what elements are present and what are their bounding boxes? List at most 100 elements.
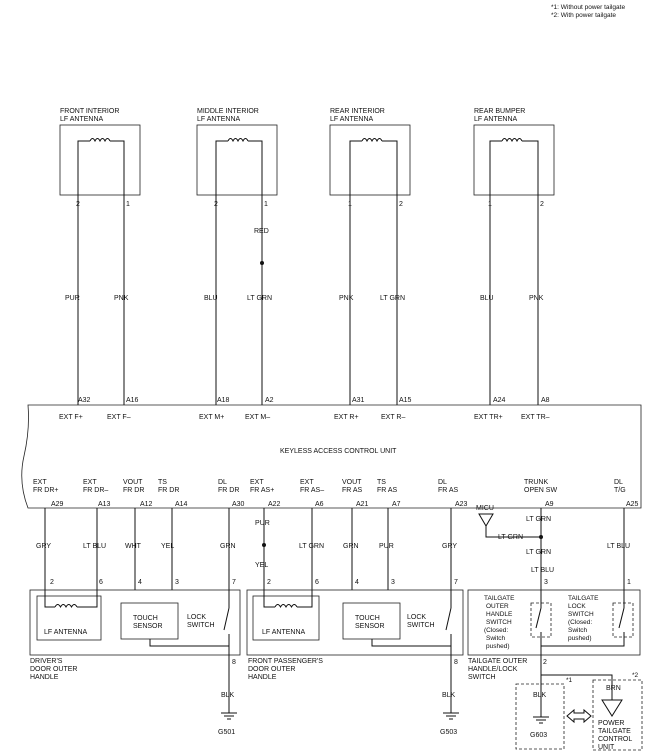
connector-label: A21 — [356, 501, 369, 508]
signal-label: EXT — [300, 479, 314, 486]
coil-icon — [227, 138, 249, 143]
wire-color: PUR — [379, 543, 394, 550]
note-with-power-tailgate: *2: With power tailgate — [551, 12, 616, 19]
switch-label: Switch — [568, 627, 588, 634]
signal-label: EXT R– — [381, 414, 405, 421]
splice-dot — [260, 261, 264, 265]
lower-wires — [44, 508, 625, 590]
antenna-box — [196, 124, 278, 196]
signal-label: FR AS — [377, 487, 398, 494]
wire-color: BLU — [480, 295, 494, 302]
pin-label: 6 — [315, 579, 319, 586]
signal-label: DL — [218, 479, 227, 486]
connector-label: A14 — [175, 501, 188, 508]
wire-color: YEL — [255, 562, 268, 569]
wire-color: WHT — [125, 543, 142, 550]
switch-label: (Closed: — [568, 619, 592, 626]
pin-label: 8 — [232, 659, 236, 666]
antenna-type: LF ANTENNA — [474, 116, 518, 123]
handle-label: DOOR OUTER — [248, 666, 295, 673]
lower-connector-labels: A29 A13 A12 A14 A30 A22 A6 A21 A7 A23 A9… — [51, 501, 639, 508]
connector-label: A30 — [232, 501, 245, 508]
connector-label: A7 — [392, 501, 401, 508]
antenna-box — [329, 124, 411, 196]
signal-label: EXT TR– — [521, 414, 550, 421]
wire-color: BRN — [606, 685, 621, 692]
connector-label: A29 — [51, 501, 64, 508]
signal-label: TS — [158, 479, 167, 486]
connector-label: A16 — [126, 397, 139, 404]
pin-label: 1 — [264, 201, 268, 208]
lower-pin-labels: 2 6 4 3 7 2 6 4 3 7 3 1 — [50, 579, 631, 586]
rear-bumper-lf-antenna: REAR BUMPER LF ANTENNA 1 2 BLU PNK A24 A… — [473, 108, 555, 421]
signal-label: EXT — [33, 479, 47, 486]
handle-label: DRIVER'S — [30, 658, 63, 665]
antenna-wire — [44, 590, 98, 608]
pin-label: 3 — [391, 579, 395, 586]
lock-switch-label: SWITCH — [187, 622, 215, 629]
signal-label: DL — [438, 479, 447, 486]
antenna-type: LF ANTENNA — [330, 116, 374, 123]
signal-label: FR DR — [158, 487, 179, 494]
wire-color: GRN — [343, 543, 359, 550]
signal-label: FR AS — [342, 487, 363, 494]
switch-wire — [541, 590, 625, 647]
signal-label: FR AS — [438, 487, 459, 494]
antenna-wire — [215, 140, 263, 195]
switch-label: HANDLE — [486, 611, 513, 618]
connector-label: A32 — [78, 397, 91, 404]
touch-sensor-label: TOUCH — [133, 615, 158, 622]
wire-color: PNK — [339, 295, 354, 302]
signal-label: FR DR — [123, 487, 144, 494]
wire-color: YEL — [161, 543, 174, 550]
signal-label: FR AS– — [300, 487, 324, 494]
signal-label: T/G — [614, 487, 626, 494]
signal-label: FR DR– — [83, 487, 108, 494]
antenna-wire — [489, 140, 539, 195]
pin-label: 4 — [138, 579, 142, 586]
connector-label: A9 — [545, 501, 554, 508]
touch-sensor-label: SENSOR — [355, 623, 385, 630]
antenna-name: MIDDLE INTERIOR — [197, 108, 259, 115]
signal-label: OPEN SW — [524, 487, 557, 494]
signal-label: EXT — [83, 479, 97, 486]
pin-label: 4 — [355, 579, 359, 586]
wire-color: PUR — [255, 520, 270, 527]
drivers-door-outer-handle: LF ANTENNA TOUCH SENSOR LOCK SWITCH DRIV… — [29, 589, 241, 736]
pin-label: 3 — [544, 579, 548, 586]
handle-label: TAILGATE OUTER — [468, 658, 527, 665]
connector-label: A2 — [265, 397, 274, 404]
handle-label: HANDLE — [248, 674, 277, 681]
lock-switch-label: LOCK — [407, 614, 426, 621]
coil-icon — [501, 138, 523, 143]
unit-label: CONTROL — [598, 736, 632, 743]
wire-color: LT GRN — [299, 543, 324, 550]
ground-icon — [443, 712, 459, 720]
lower-signal-labels: EXT FR DR+ EXT FR DR– VOUT FR DR TS FR D… — [33, 479, 626, 494]
connector-label: A25 — [626, 501, 639, 508]
switch-label: pushed) — [486, 643, 510, 650]
connector-label: A15 — [399, 397, 412, 404]
antenna-box — [59, 124, 141, 196]
lf-antenna-label: LF ANTENNA — [44, 629, 88, 636]
wire-color: PNK — [529, 295, 544, 302]
pin-label: 2 — [399, 201, 403, 208]
unit-label: UNIT — [598, 744, 615, 751]
wire-color: PUR — [65, 295, 80, 302]
triangle-icon — [601, 699, 623, 717]
signal-label: EXT TR+ — [474, 414, 503, 421]
antenna-wire — [349, 140, 398, 195]
option-box — [592, 679, 643, 751]
handle-label: SWITCH — [468, 674, 496, 681]
wire-color: GRY — [442, 543, 457, 550]
signal-label: DL — [614, 479, 623, 486]
ground-wire — [149, 639, 229, 647]
connector-label: A13 — [98, 501, 111, 508]
signal-label: EXT R+ — [334, 414, 359, 421]
connector-label: A8 — [541, 397, 550, 404]
note-without-power-tailgate: *1: Without power tailgate — [551, 4, 625, 11]
pin-label: 1 — [126, 201, 130, 208]
signal-label: VOUT — [342, 479, 362, 486]
signal-label: EXT F+ — [59, 414, 83, 421]
